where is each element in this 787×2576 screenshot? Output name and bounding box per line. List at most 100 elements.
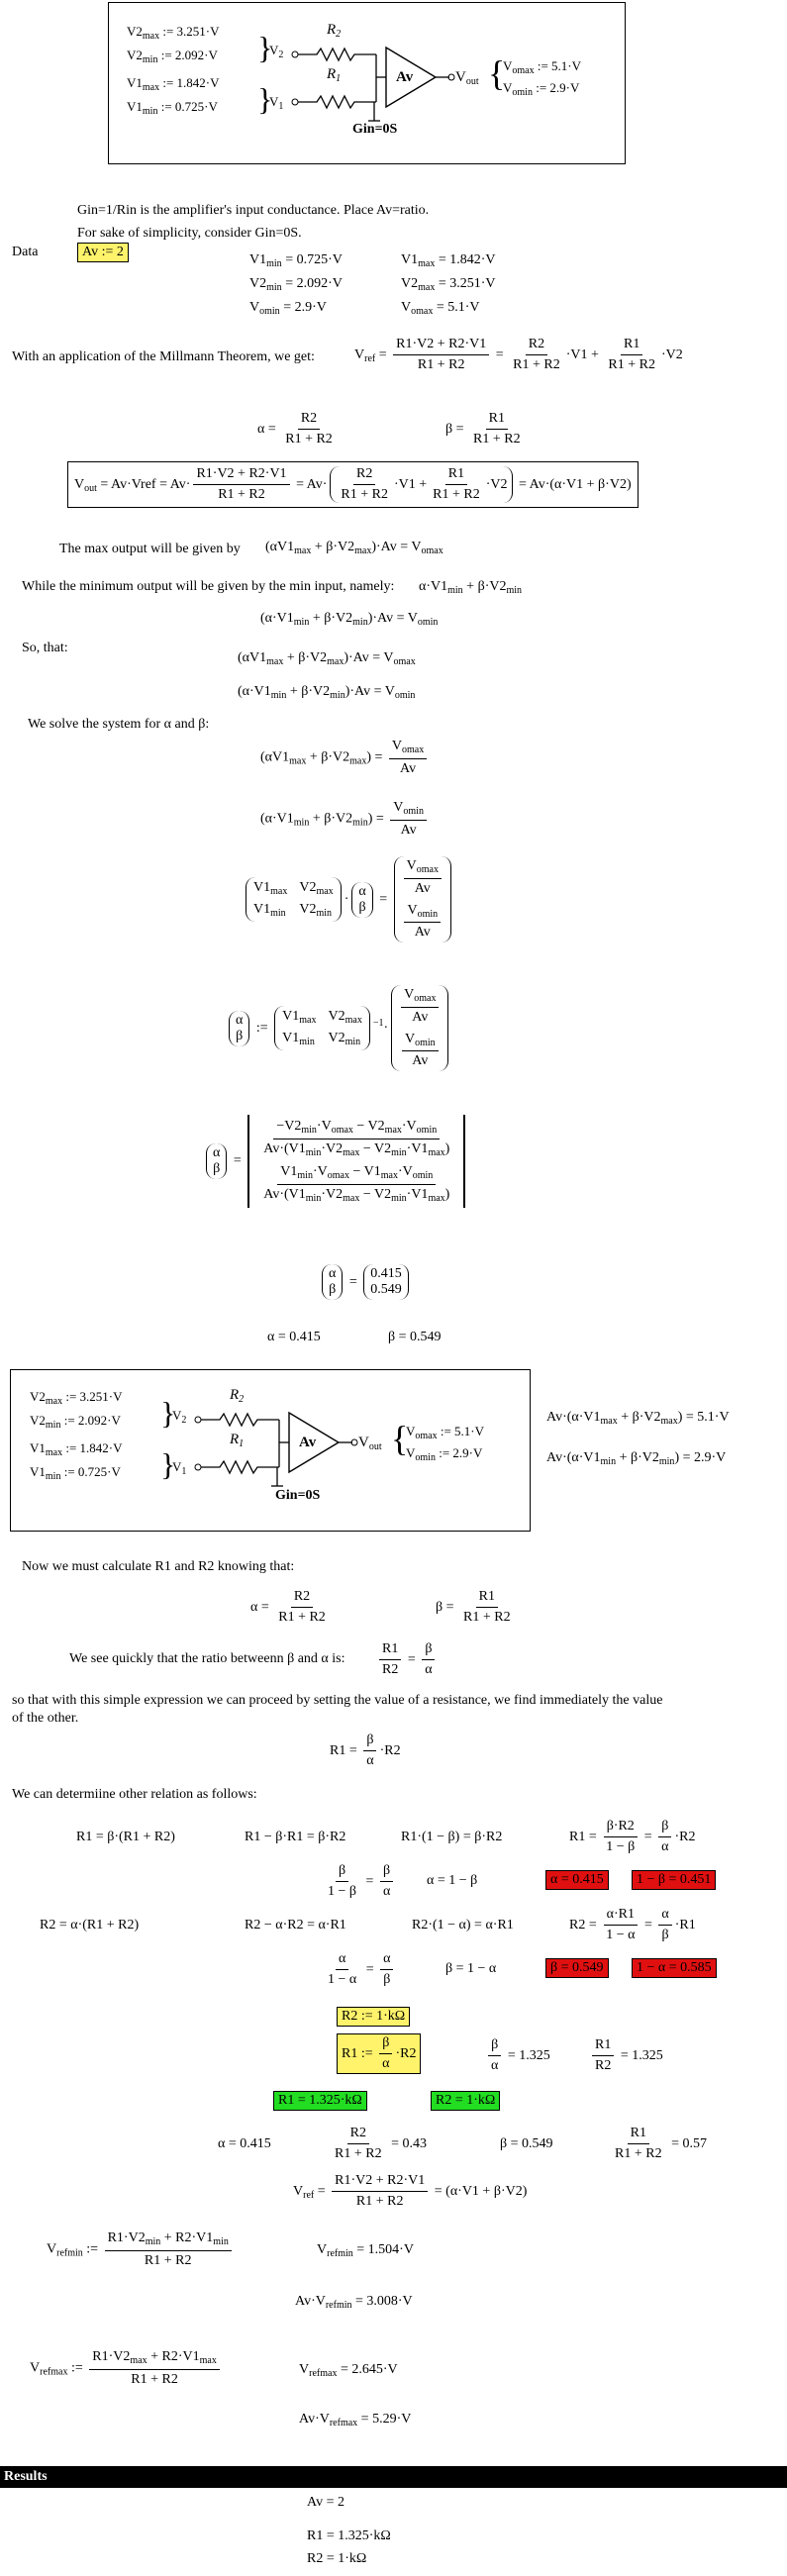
ratio-text: We see quickly that the ratio betweenn β… bbox=[69, 1651, 345, 1666]
sothat2-line1: so that with this simple expression we c… bbox=[12, 1693, 663, 1708]
results-title: Results bbox=[4, 2469, 48, 2484]
av-definition: Av := 2 bbox=[77, 243, 129, 263]
circuit-vout-label: Vout bbox=[455, 69, 479, 87]
circuit2-v1min: V1min := 0.725·V bbox=[30, 1464, 121, 1482]
circuit-r1-label: R1 bbox=[327, 66, 342, 84]
circuit-vomax: Vomax := 5.1·V bbox=[503, 58, 582, 76]
circuit2-vout-label: Vout bbox=[358, 1435, 382, 1452]
rel-a2: R1 − β·R1 = β·R2 bbox=[245, 1830, 346, 1844]
rel-alpha-eq: α = 1 − β bbox=[427, 1873, 478, 1888]
circuit-output-wire bbox=[436, 73, 455, 81]
results-header: Results bbox=[0, 2466, 787, 2488]
circuit-v1max: V1max := 1.842·V bbox=[127, 75, 220, 93]
rel-b2: R2 − α·R2 = α·R1 bbox=[245, 1918, 346, 1932]
data-label: Data bbox=[12, 245, 39, 259]
circuit-v1min: V1min := 0.725·V bbox=[127, 99, 218, 117]
circuit-gin-label: Gin=0S bbox=[352, 122, 398, 137]
circuit2-output-wire bbox=[339, 1438, 358, 1446]
circuit-av-label: Av bbox=[396, 69, 414, 85]
vrefmax-value: Vrefmax = 2.645·V bbox=[299, 2362, 398, 2379]
circuit-brace-v2: } bbox=[257, 30, 273, 65]
circuit2-brace-out: { bbox=[391, 1419, 409, 1458]
beta-red-box: β = 0.549 bbox=[545, 1958, 609, 1979]
intro-line2: For sake of simplicity, consider Gin=0S. bbox=[77, 226, 302, 241]
check-vmax: Av·(α·V1max + β·V2max) = 5.1·V bbox=[546, 1410, 730, 1427]
millmann-text: With an application of the Millmann Theo… bbox=[12, 349, 315, 364]
data-v1min: V1min = 0.725·V bbox=[249, 252, 343, 269]
circuit2-gin-label: Gin=0S bbox=[275, 1488, 321, 1503]
alpha-red-box: α = 0.415 bbox=[545, 1870, 609, 1891]
beta-value: β = 0.549 bbox=[500, 2136, 553, 2151]
sothat2-line2: of the other. bbox=[12, 1711, 79, 1726]
now-calc-text: Now we must calculate R1 and R2 knowing … bbox=[22, 1559, 295, 1574]
solve-text: We solve the system for α and β: bbox=[28, 717, 210, 732]
rel-a3: R1·(1 − β) = β·R2 bbox=[401, 1830, 503, 1844]
system-eq2: (α·V1min + β·V2min)·Av = Vomin bbox=[238, 684, 416, 701]
circuit2-v2max: V2max := 3.251·V bbox=[30, 1389, 123, 1407]
alpha-value: α = 0.415 bbox=[218, 2136, 271, 2151]
result-av: Av = 2 bbox=[307, 2495, 344, 2510]
min-output-text: While the minimum output will be given b… bbox=[22, 579, 395, 594]
min-input-expr: α·V1min + β·V2min bbox=[419, 579, 523, 596]
data-v1max: V1max = 1.842·V bbox=[401, 252, 496, 269]
circuit2-brace-v2: } bbox=[160, 1395, 176, 1431]
result-r1: R1 = 1.325·kΩ bbox=[307, 2528, 391, 2543]
other-relation-text: We can determiine other relation as foll… bbox=[12, 1787, 257, 1802]
r2-result-green: R2 = 1·kΩ bbox=[431, 2091, 501, 2112]
beta-result: β = 0.549 bbox=[388, 1330, 442, 1344]
max-output-eq: (αV1max + β·V2max)·Av = Vomax bbox=[265, 540, 443, 556]
one-minus-beta-red-box: 1 − β = 0.451 bbox=[632, 1870, 717, 1891]
max-output-text: The max output will be given by bbox=[59, 542, 241, 556]
data-v2min: V2min = 2.092·V bbox=[249, 276, 343, 293]
data-v2max: V2max = 3.251·V bbox=[401, 276, 496, 293]
circuit-v2-label: V2 bbox=[269, 43, 284, 60]
alpha-result: α = 0.415 bbox=[267, 1330, 321, 1344]
circuit2-brace-v1: } bbox=[160, 1446, 176, 1482]
circuit2-v2min: V2min := 2.092·V bbox=[30, 1413, 121, 1431]
so-that-text: So, that: bbox=[22, 641, 68, 655]
one-minus-alpha-red-box: 1 − α = 0.585 bbox=[632, 1958, 717, 1979]
circuit2-vomin: Vomin := 2.9·V bbox=[406, 1445, 483, 1463]
circuit2-v1-label: V1 bbox=[172, 1459, 187, 1477]
circuit2-vomax: Vomax := 5.1·V bbox=[406, 1424, 485, 1441]
rel-a1: R1 = β·(R1 + R2) bbox=[76, 1830, 175, 1844]
circuit-schematic-bottom bbox=[194, 1411, 341, 1487]
circuit-schematic-top bbox=[291, 46, 438, 122]
circuit-frame-bottom bbox=[10, 1369, 531, 1532]
circuit2-av-label: Av bbox=[299, 1435, 317, 1450]
rel-beta-eq: β = 1 − α bbox=[445, 1961, 497, 1976]
circuit-v1-label: V1 bbox=[269, 94, 284, 112]
data-vomax: Vomax = 5.1·V bbox=[401, 300, 480, 317]
circuit-frame-top bbox=[108, 2, 626, 164]
vrefmin-value: Vrefmin = 1.504·V bbox=[317, 2242, 414, 2259]
av-vrefmax-value: Av·Vrefmax = 5.29·V bbox=[299, 2412, 412, 2428]
result-r2: R2 = 1·kΩ bbox=[307, 2551, 367, 2566]
r2-definition: R2 := 1·kΩ bbox=[337, 2007, 411, 2028]
r1-result-green: R1 = 1.325·kΩ bbox=[273, 2091, 367, 2112]
circuit2-r2-label: R2 bbox=[230, 1387, 245, 1405]
min-output-eq: (α·V1min + β·V2min)·Av = Vomin bbox=[260, 611, 439, 628]
data-vomin: Vomin = 2.9·V bbox=[249, 300, 327, 317]
